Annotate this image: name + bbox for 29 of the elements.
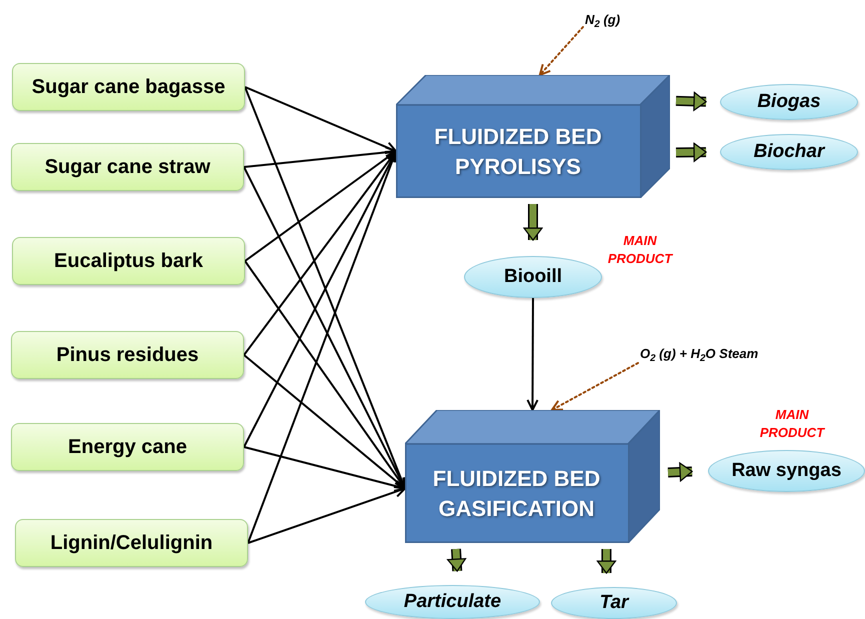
main-product-note: MAIN PRODUCT — [758, 406, 826, 442]
arrow — [526, 298, 539, 411]
product-ellipse: Biooill — [464, 256, 602, 298]
block-arrow — [446, 548, 466, 572]
product-ellipse: Tar — [551, 587, 677, 619]
arrow — [248, 486, 406, 544]
arrow — [550, 362, 639, 411]
feedstock-box: Pinus residues — [11, 331, 244, 379]
block-arrow — [596, 549, 616, 574]
main-product-note: MAIN PRODUCT — [606, 232, 674, 268]
feedstock-box: Sugar cane straw — [11, 143, 244, 191]
feedstock-box: Sugar cane bagasse — [12, 63, 245, 111]
arrow — [244, 260, 406, 490]
product-ellipse: Particulate — [365, 585, 540, 619]
block-arrow — [676, 92, 707, 111]
feedstock-box: Eucaliptus bark — [12, 237, 245, 285]
feedstock-box: Energy cane — [11, 423, 244, 471]
gas-input-label: O$_{2}$ (g) + H$_{2}$O Steam — [640, 344, 780, 364]
gas-input-label: N$_{2}$ (g) — [585, 10, 657, 30]
block-arrow — [668, 462, 693, 482]
arrow — [538, 26, 584, 76]
product-ellipse: Biogas — [720, 84, 858, 120]
feedstock-box: Lignin/Celulignin — [15, 519, 248, 567]
block-arrow — [523, 204, 543, 241]
product-ellipse: Biochar — [720, 134, 858, 170]
arrow — [244, 86, 397, 153]
product-ellipse: Raw syngas — [708, 450, 865, 492]
block-arrow — [676, 142, 707, 162]
arrow — [243, 150, 397, 356]
